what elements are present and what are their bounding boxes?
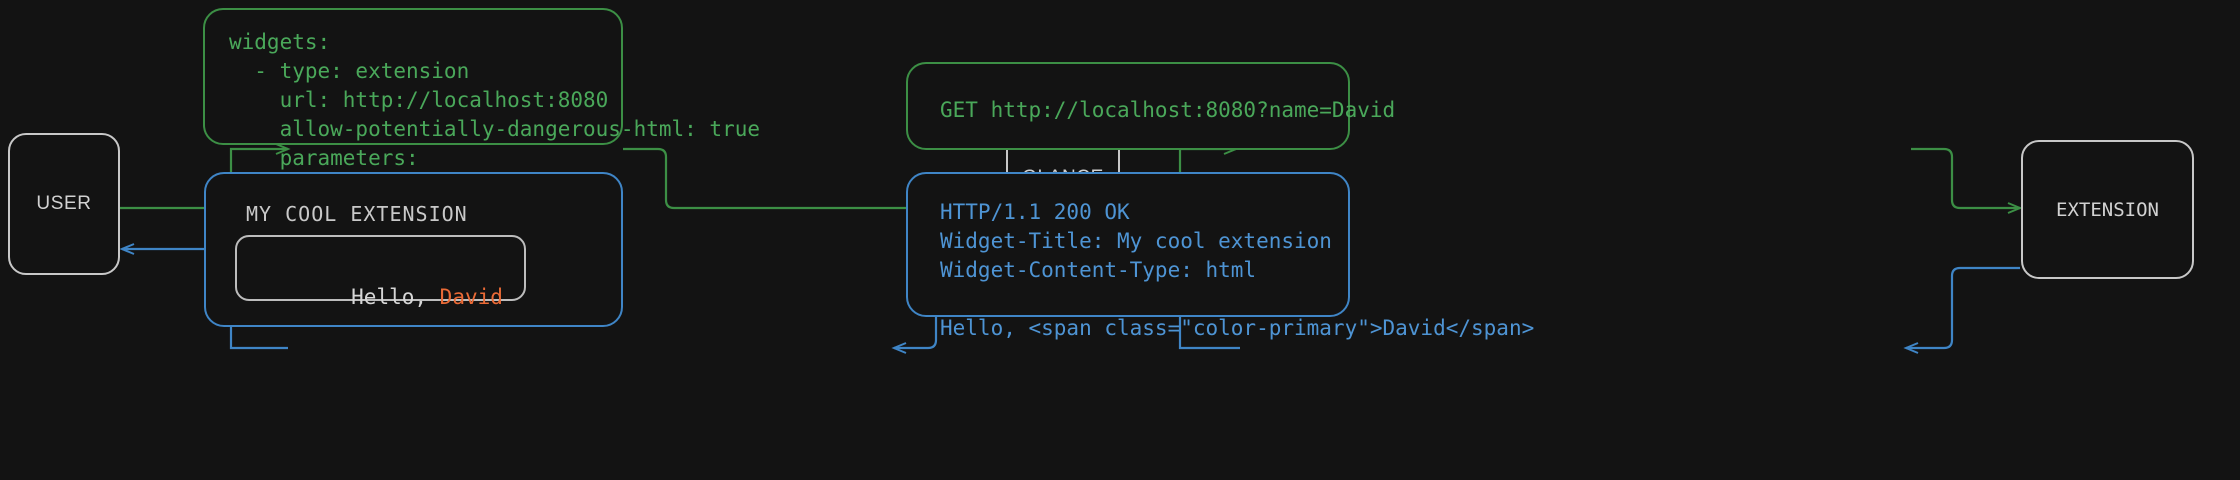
node-user-label: USER [36,193,92,214]
node-user[interactable]: USER [8,133,120,275]
node-extension-label: EXTENSION [2056,198,2159,221]
card-http-response: HTTP/1.1 200 OK Widget-Title: My cool ex… [906,172,1534,340]
widget-greeting-text: Hello, [351,285,440,309]
widget-title: MY COOL EXTENSION [246,202,468,226]
wire-request-to-extension [1911,147,2023,214]
widget-body: Hello, David [250,261,503,333]
wire-extension-to-response [1903,266,2020,354]
widget-name-value: David [439,285,503,309]
card-yaml-config: widgets: - type: extension url: http://l… [203,8,760,199]
http-response-code: HTTP/1.1 200 OK Widget-Title: My cool ex… [940,200,1535,340]
yaml-config-code: widgets: - type: extension url: http://l… [229,30,761,199]
widget-content-box: Hello, David [235,235,526,309]
card-http-request: GET http://localhost:8080?name=David [906,62,1395,150]
http-request-code: GET http://localhost:8080?name=David [940,98,1396,122]
node-extension[interactable]: EXTENSION [2021,140,2194,279]
card-rendered-widget: MY COOL EXTENSION Hello, David [204,172,623,327]
